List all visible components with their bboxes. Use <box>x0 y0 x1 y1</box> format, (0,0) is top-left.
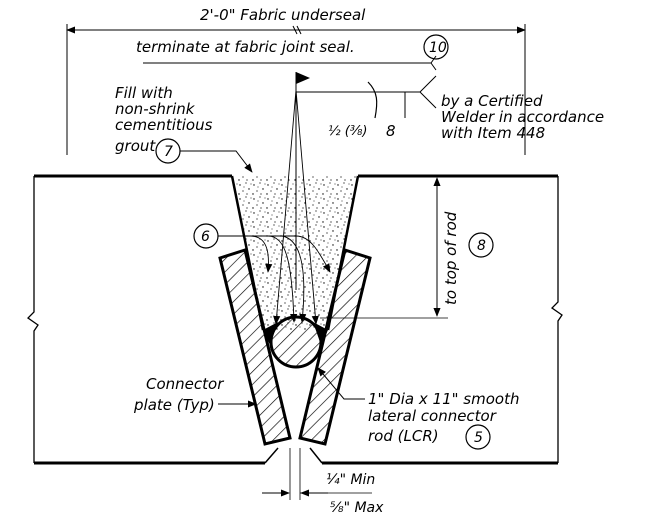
weld-symbol <box>273 72 437 325</box>
to-top-callout: 8 <box>468 232 494 258</box>
connector-plate-left <box>218 248 292 446</box>
weld-size-label: ½ (⅜) <box>328 124 367 139</box>
fill-note-line3: cementitious <box>115 116 213 134</box>
welder-note-line3: with Item 448 <box>441 124 545 142</box>
welder-note-line1: by a Certified <box>441 92 543 110</box>
fill-note-line2: non-shrink <box>115 100 196 118</box>
fill-leader <box>180 150 253 173</box>
fill-note-line1: Fill with <box>115 84 173 102</box>
rod-note-line1: 1" Dia x 11" smooth <box>368 390 519 408</box>
to-top-of-rod-label: to top of rod <box>442 211 460 305</box>
plate-note-line2: plate (Typ) <box>133 396 215 414</box>
svg-text:10: 10 <box>429 40 447 56</box>
fill-callout: 7 <box>155 138 181 164</box>
gap-max-label: ⅝" Max <box>330 500 384 516</box>
plate-note-line1: Connector <box>146 375 224 393</box>
underseal-note-label: terminate at fabric joint seal. <box>136 38 355 56</box>
connector-plate-right <box>298 248 372 446</box>
fill-note-line4: grout <box>115 137 156 155</box>
connector-rod <box>269 315 323 369</box>
rod-leader <box>317 367 365 400</box>
rod-note-line2: lateral connector <box>368 407 497 425</box>
rod-depth-dimension <box>320 175 448 319</box>
welder-note-line2: Welder in accordance <box>441 108 604 126</box>
weld-callout-leaders <box>218 235 331 323</box>
weld-length-label: 8 <box>386 122 396 140</box>
underseal-callout: 10 <box>423 34 449 60</box>
underseal-dimension <box>66 24 526 155</box>
svg-text:8: 8 <box>477 238 486 254</box>
svg-text:7: 7 <box>164 144 173 160</box>
underseal-width-label: 2'-0" Fabric underseal <box>200 6 366 24</box>
svg-text:6: 6 <box>201 229 210 245</box>
gap-min-label: ¼" Min <box>326 472 375 488</box>
rod-note-line3: rod (LCR) <box>368 427 439 445</box>
rod-callout: 5 <box>465 424 491 450</box>
weld-callout: 6 <box>193 223 219 249</box>
gap-dimension <box>262 448 372 500</box>
svg-text:5: 5 <box>474 430 483 446</box>
